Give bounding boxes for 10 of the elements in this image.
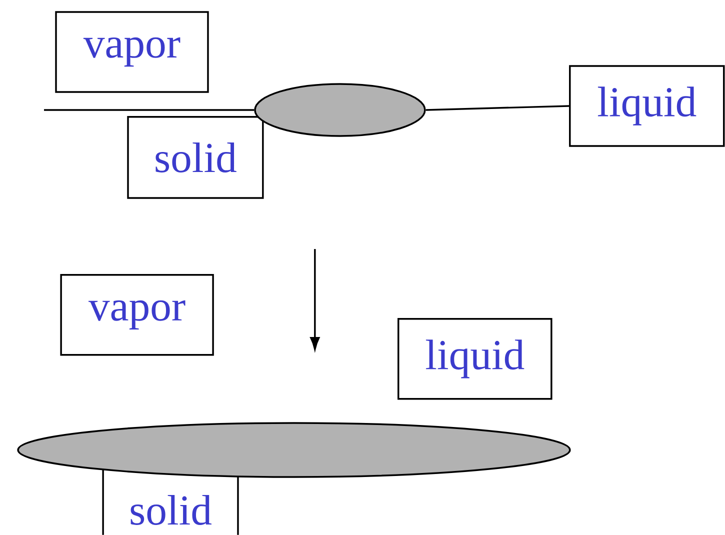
label-box: vapor: [60, 274, 214, 356]
surface-line: [44, 109, 254, 111]
label-box: liquid: [398, 318, 552, 400]
droplet-ellipse: [254, 83, 426, 137]
label-box: solid: [127, 116, 264, 199]
droplet-ellipse: [17, 422, 571, 478]
label-box: liquid: [569, 65, 725, 147]
label-box: solid: [102, 467, 239, 535]
label-box: vapor: [55, 11, 209, 93]
surface-line: [426, 105, 570, 111]
